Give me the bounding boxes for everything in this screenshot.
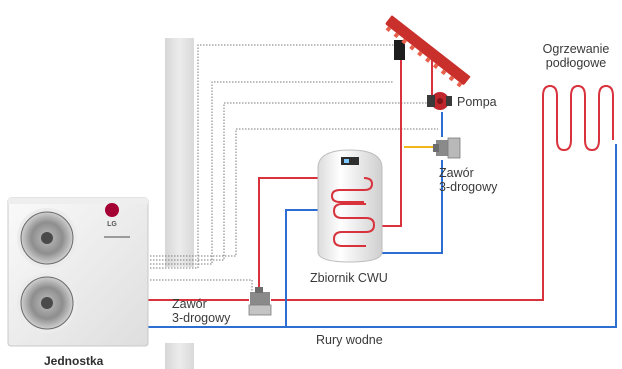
floor-heating-label-line2: podłogowe [545,56,607,70]
valve-right-label-line2: 3-drogowy [439,180,498,194]
hot-water-tank [317,149,383,263]
wall-lower [165,343,194,369]
pump-icon [427,92,452,110]
tank-coil-hot [330,177,374,203]
floor-heating-label-line1: Ogrzewanie [542,42,610,56]
control-wires [147,44,438,292]
valve-left-icon [248,287,272,316]
water-pipes-label: Rury wodne [316,333,383,347]
lg-logo-icon [105,203,119,217]
outdoor-unit: LG [7,197,149,347]
valve-left-label-line2: 3-drogowy [172,311,231,325]
pump-label: Pompa [457,95,497,109]
tank-label: Zbiornik CWU [310,271,388,285]
floor-heating-label: Ogrzewanie podłogowe [540,42,612,70]
valve-left-label: Zawór 3-drogowy [172,297,230,325]
valve-right-icon [433,137,461,159]
solar-collector [385,13,472,88]
unit-label: Jednostka [44,354,104,368]
cold-pipes [147,112,617,328]
wall-upper [165,38,194,267]
valve-left-label-line1: Zawór [172,297,207,311]
lg-logo-text: LG [107,221,117,228]
valve-right-label-line1: Zawór [439,166,474,180]
valve-right-label: Zawór 3-drogowy [439,166,497,194]
tank-coil-solar [332,203,376,247]
